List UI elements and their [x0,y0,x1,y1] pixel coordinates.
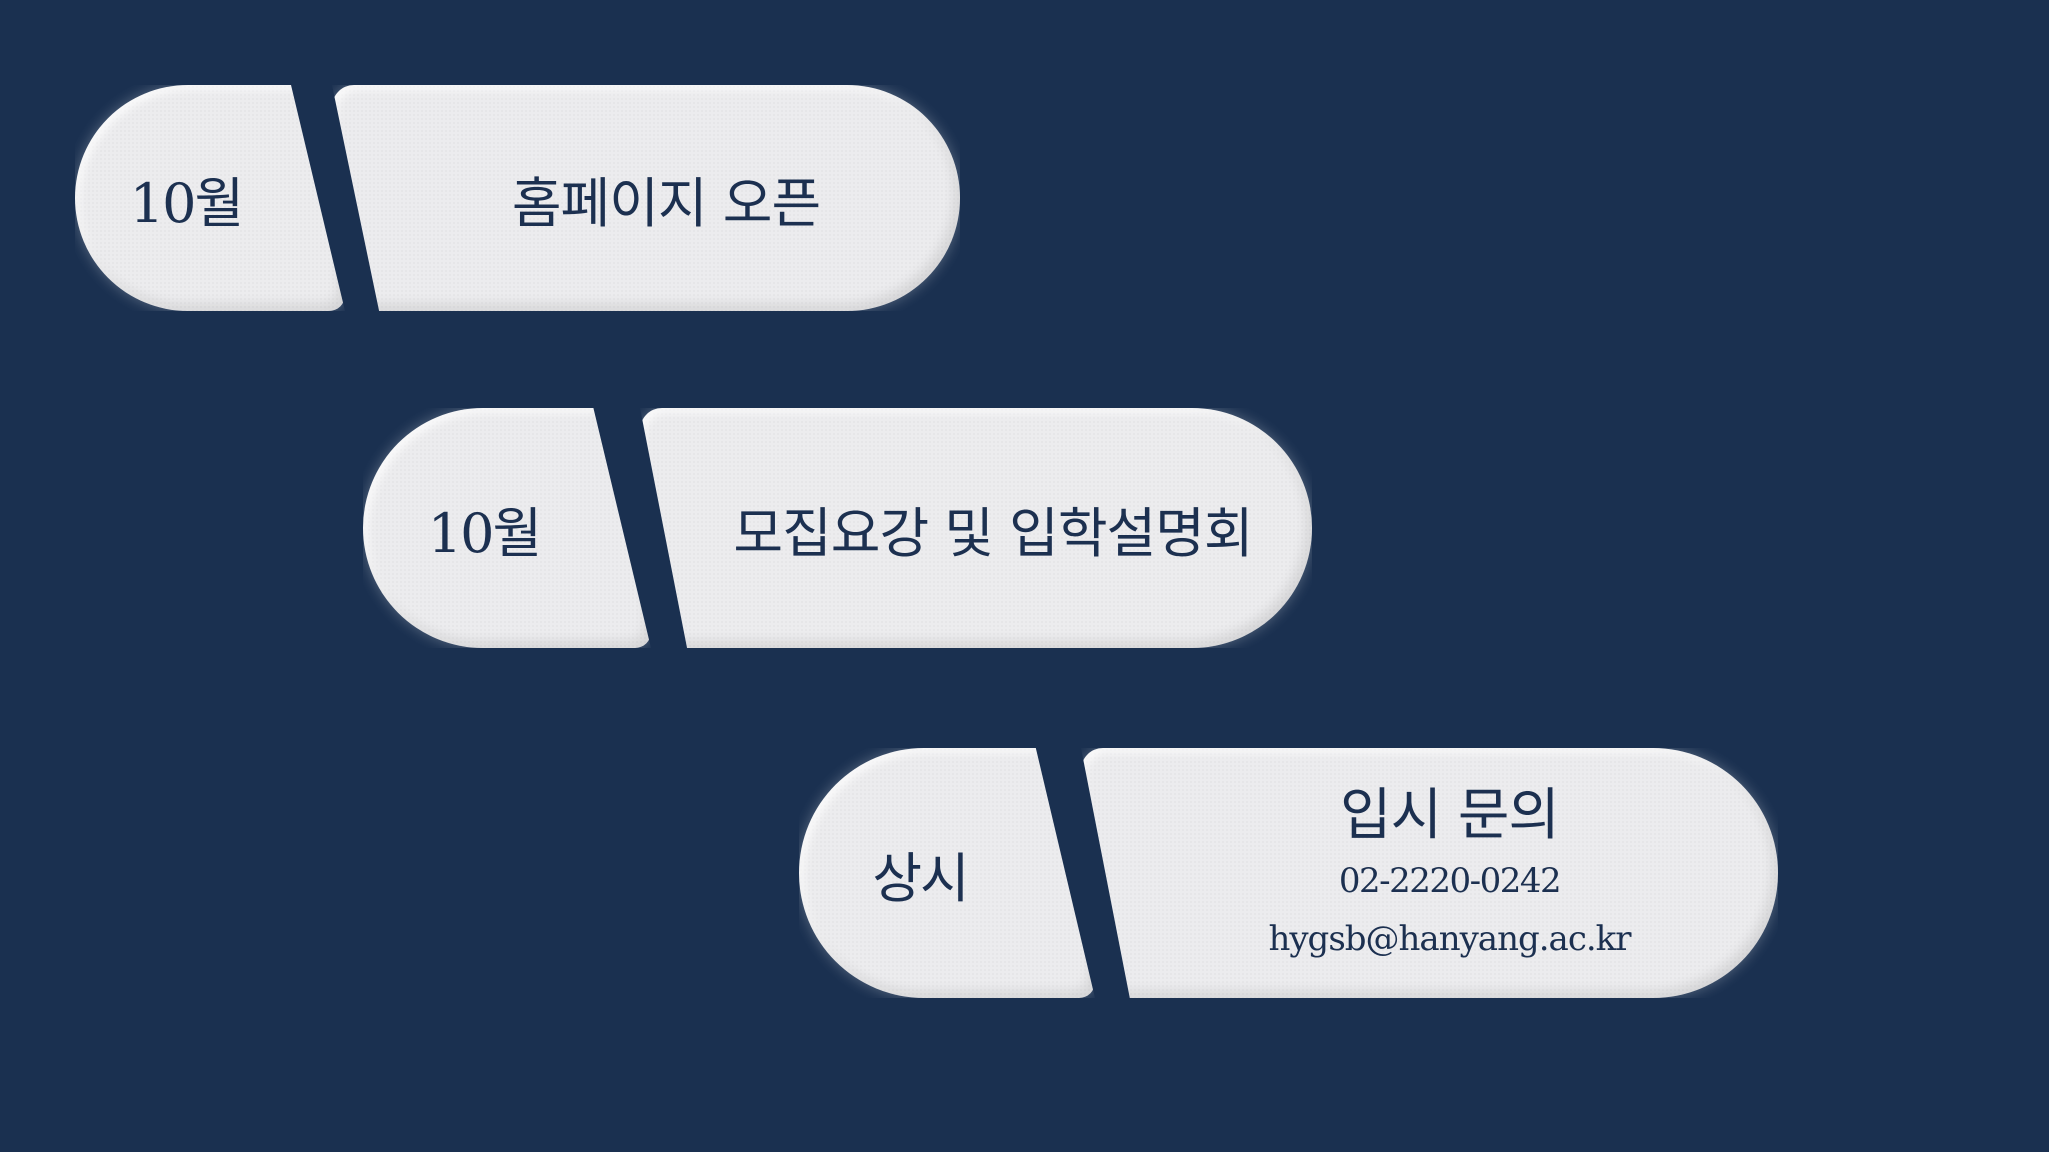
contact-title: 입시 문의 [1340,782,1560,848]
schedule-event-pill: 홈페이지 오픈 [332,85,960,311]
schedule-date-pill: 10월 [75,85,345,311]
schedule-event-title: 홈페이지 오픈 [511,171,821,235]
schedule-date: 10월 [427,501,542,565]
contact-email[interactable]: hygsb@hanyang.ac.kr [1268,919,1631,960]
schedule-date-pill: 상시 [799,748,1095,998]
schedule-date: 10월 [129,171,244,235]
schedule-date-pill: 10월 [363,408,651,648]
contact-phone[interactable]: 02-2220-0242 [1338,861,1562,902]
schedule-event-title: 모집요강 및 입학설명회 [733,501,1253,565]
schedule-event-pill: 모집요강 및 입학설명회 [640,408,1312,648]
contact-pill: 입시 문의 02-2220-0242 hygsb@hanyang.ac.kr [1081,748,1778,998]
schedule-date: 상시 [872,846,969,910]
